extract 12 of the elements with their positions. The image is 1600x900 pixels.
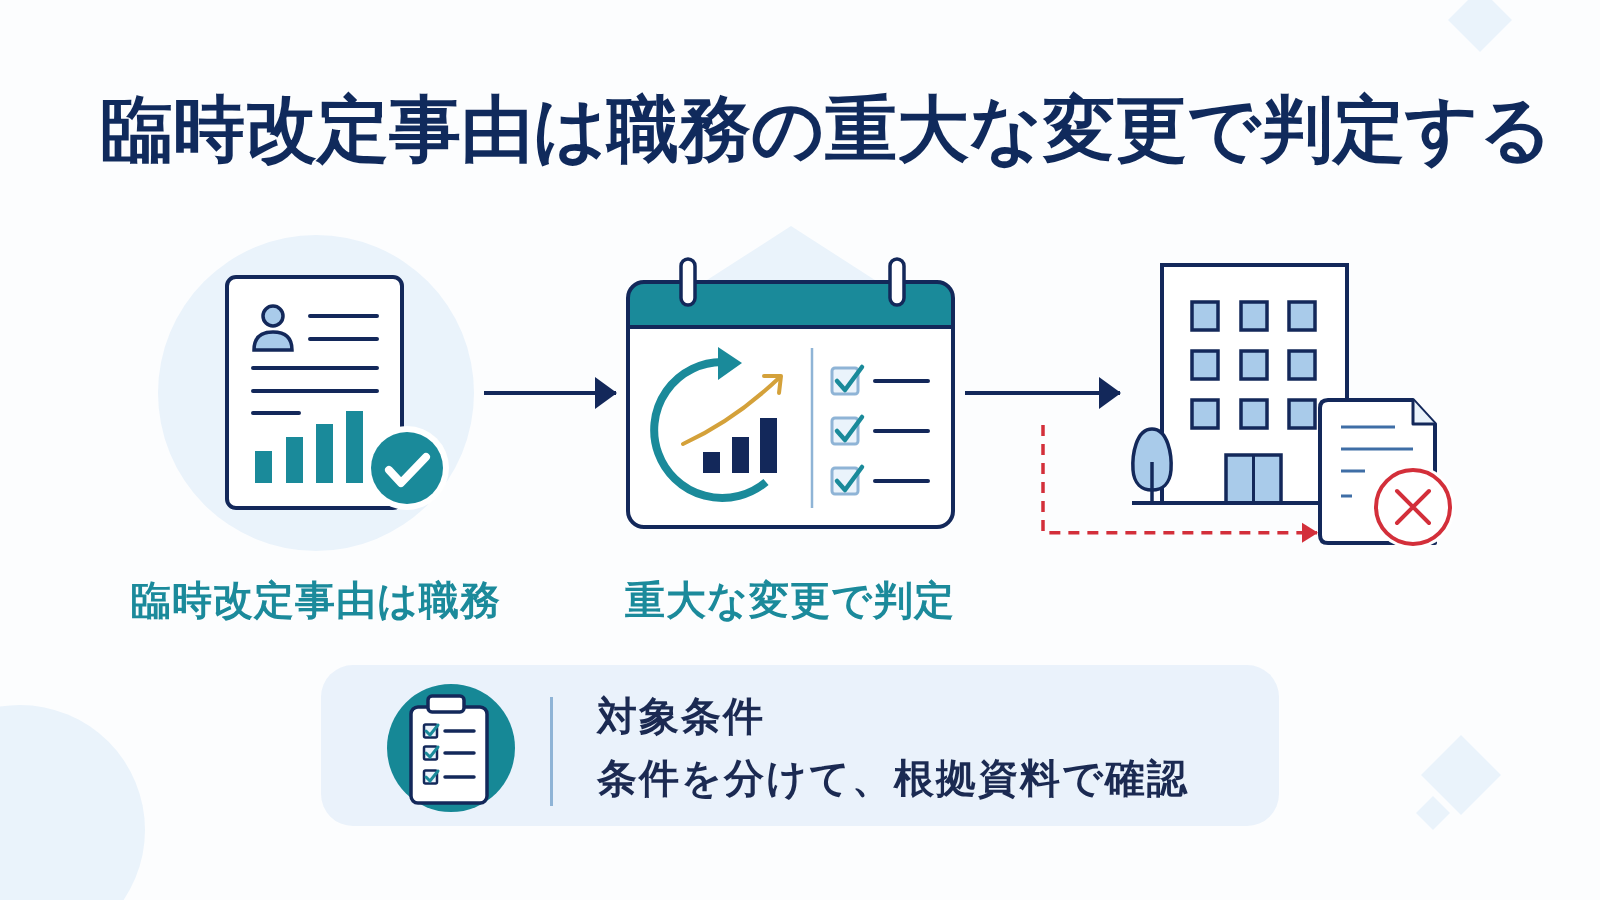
- arrow: [965, 377, 1121, 409]
- title: 臨時改定事由は職務の重大な変更で判定する: [101, 86, 1553, 172]
- description: 条件を分けて、根拠資料で確認: [597, 754, 1189, 802]
- arrow: [484, 377, 617, 409]
- resume-picture: [158, 235, 474, 551]
- building-picture: [1130, 263, 1349, 505]
- node-label: 重大な変更で判定: [625, 578, 955, 622]
- dashed-arrow: [1041, 425, 1318, 543]
- heading: 対象条件: [597, 692, 765, 740]
- node-label: 臨時改定事由は職務: [131, 578, 501, 622]
- info-panel: [321, 665, 1279, 826]
- calendar-picture: [626, 257, 955, 529]
